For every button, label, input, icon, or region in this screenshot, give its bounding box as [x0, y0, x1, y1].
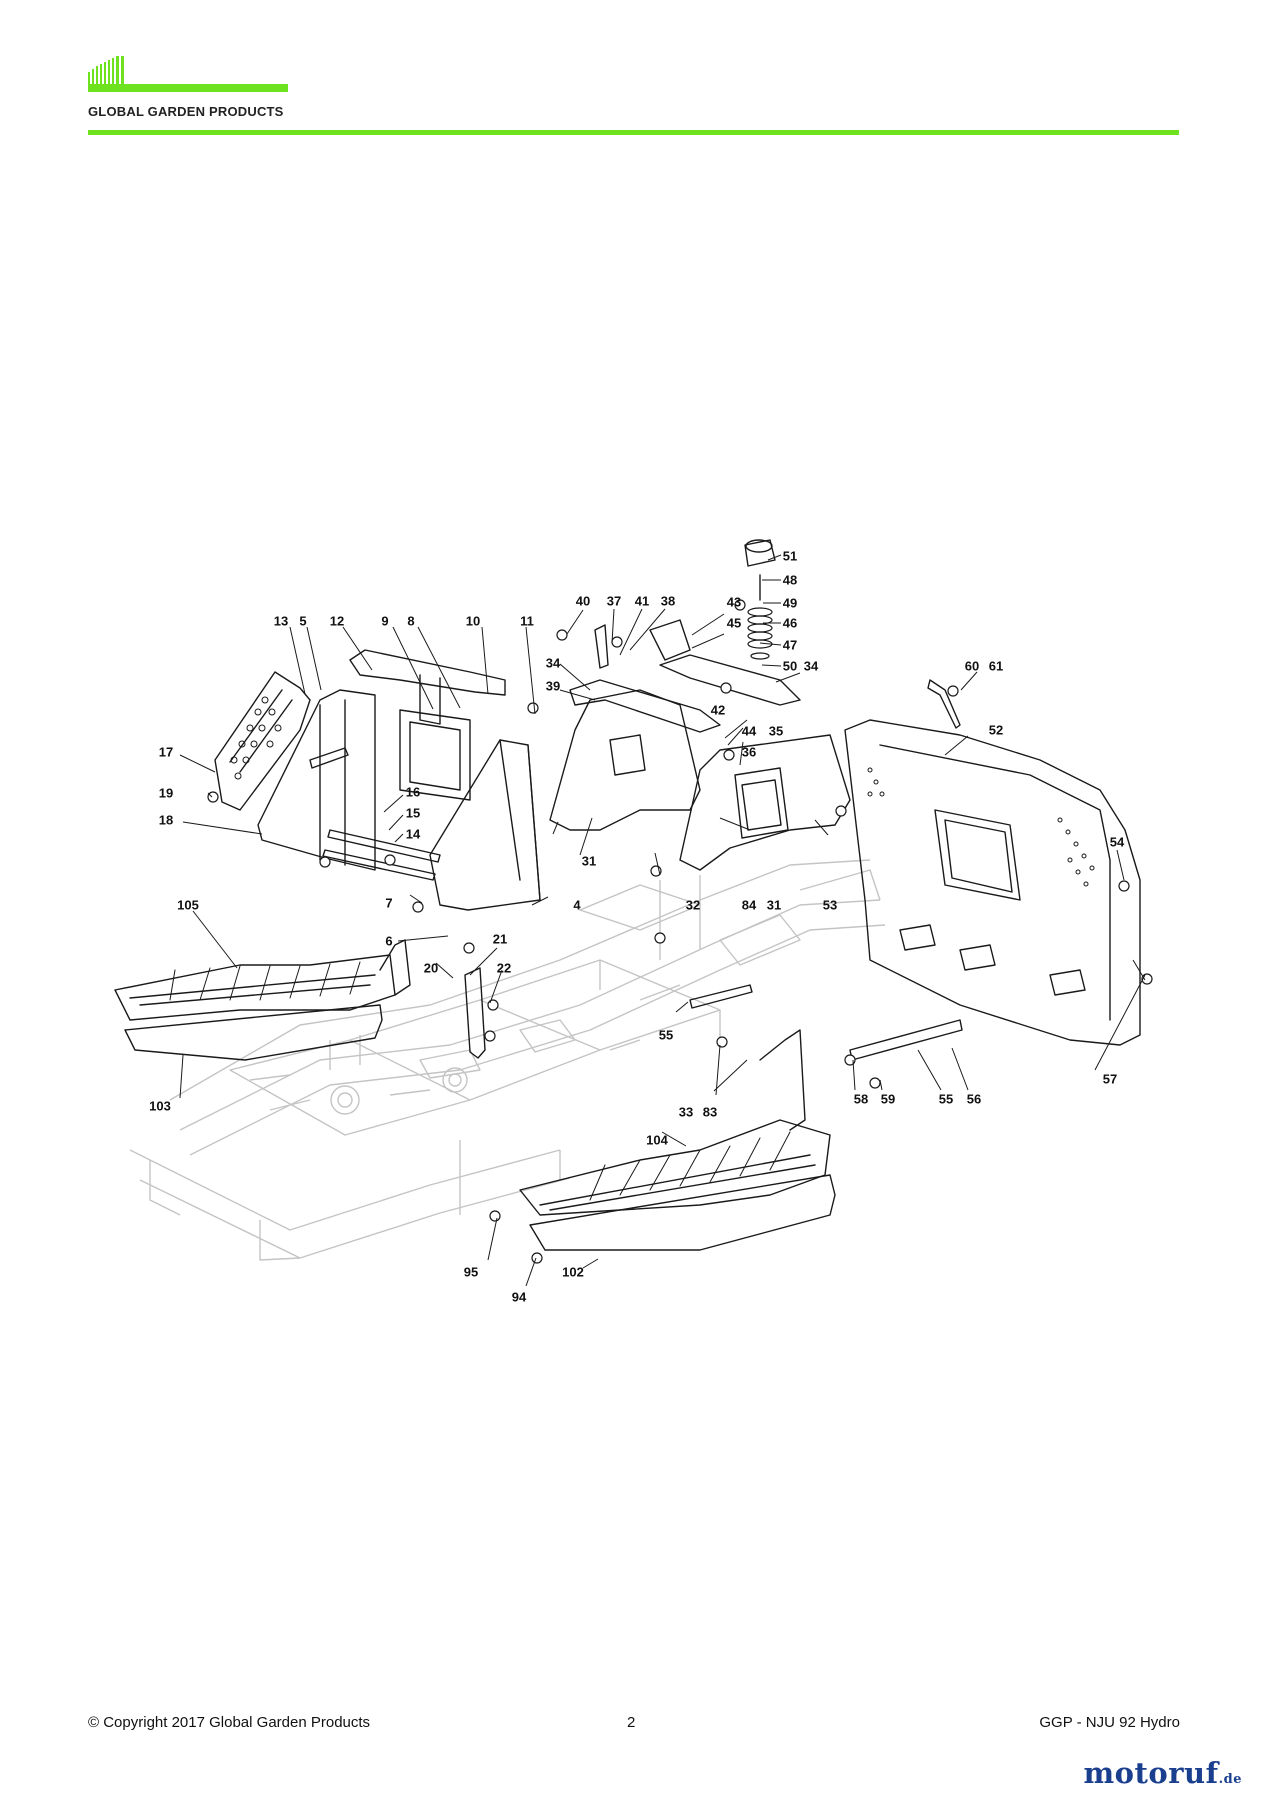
part-callout-12: 12	[329, 613, 345, 629]
part-callout-19: 19	[158, 785, 174, 801]
part-callout-61: 61	[988, 658, 1004, 674]
part-callout-21: 21	[492, 931, 508, 947]
part-callout-58: 58	[853, 1091, 869, 1107]
part-callout-59: 59	[880, 1091, 896, 1107]
part-callout-5: 5	[299, 613, 307, 629]
part-callout-46: 46	[782, 615, 798, 631]
part-callout-16: 16	[405, 784, 421, 800]
part-callout-44: 44	[741, 723, 757, 739]
part-callout-22: 22	[496, 960, 512, 976]
part-callout-49: 49	[782, 595, 798, 611]
part-callout-83: 83	[702, 1104, 718, 1120]
chassis-frame-outline	[129, 859, 886, 1261]
part-callout-57: 57	[1102, 1071, 1118, 1087]
part-callout-31-left: 31	[581, 853, 597, 869]
part-callout-94: 94	[511, 1289, 527, 1305]
part-callout-10: 10	[465, 613, 481, 629]
part-callout-51: 51	[782, 548, 798, 564]
part-callout-52: 52	[988, 722, 1004, 738]
part-callout-39: 39	[545, 678, 561, 694]
footer-model: GGP - NJU 92 Hydro	[1039, 1714, 1180, 1731]
part-callout-55-left: 55	[658, 1027, 674, 1043]
part-callout-34-top: 34	[803, 658, 819, 674]
part-callout-47: 47	[782, 637, 798, 653]
part-callout-55-right: 55	[938, 1091, 954, 1107]
part-callout-45: 45	[726, 615, 742, 631]
part-callout-35: 35	[768, 723, 784, 739]
part-callout-33: 33	[678, 1104, 694, 1120]
part-callout-37: 37	[606, 593, 622, 609]
brand-logo: GLOBAL GARDEN PRODUCTS	[88, 52, 288, 122]
part-callout-7: 7	[385, 895, 393, 911]
part-callout-42: 42	[710, 702, 726, 718]
parts-line-art	[114, 539, 1153, 1264]
part-callout-36: 36	[741, 744, 757, 760]
part-callout-54: 54	[1109, 834, 1125, 850]
part-callout-13: 13	[273, 613, 289, 629]
part-callout-84: 84	[741, 897, 757, 913]
watermark-logo: motoruf.de	[1084, 1756, 1243, 1790]
part-callout-41: 41	[634, 593, 650, 609]
callout-leaders	[179, 554, 1146, 1287]
part-callout-18: 18	[158, 812, 174, 828]
part-callout-11: 11	[520, 613, 534, 629]
part-callout-32: 32	[685, 897, 701, 913]
part-callout-8: 8	[407, 613, 415, 629]
part-callout-105: 105	[177, 897, 199, 913]
part-callout-95: 95	[463, 1264, 479, 1280]
part-callout-53: 53	[822, 897, 838, 913]
footer-copyright: © Copyright 2017 Global Garden Products	[88, 1714, 371, 1731]
part-callout-103: 103	[149, 1098, 171, 1114]
part-callout-17: 17	[158, 744, 174, 760]
part-callout-102: 102	[562, 1264, 584, 1280]
part-callout-104: 104	[646, 1132, 668, 1148]
watermark-name: motoruf	[1083, 1756, 1219, 1790]
logo-bars-icon	[88, 56, 288, 92]
part-callout-4: 4	[573, 897, 581, 913]
part-callout-6: 6	[385, 933, 393, 949]
header-rule	[88, 130, 1179, 135]
part-callout-15: 15	[405, 805, 421, 821]
part-callout-40: 40	[575, 593, 591, 609]
part-callout-56: 56	[966, 1091, 982, 1107]
part-callout-60: 60	[964, 658, 980, 674]
part-callout-9: 9	[381, 613, 389, 629]
part-callout-48: 48	[782, 572, 798, 588]
part-callout-14: 14	[405, 826, 421, 842]
part-callout-34-left: 34	[545, 655, 561, 671]
part-callout-43: 43	[726, 594, 742, 610]
part-callout-20: 20	[423, 960, 439, 976]
watermark-tld: .de	[1218, 1772, 1242, 1787]
part-callout-38: 38	[660, 593, 676, 609]
part-callout-31-right: 31	[766, 897, 782, 913]
brand-name: GLOBAL GARDEN PRODUCTS	[88, 104, 284, 119]
footer-page-number: 2	[627, 1714, 636, 1731]
part-callout-50: 50	[782, 658, 798, 674]
